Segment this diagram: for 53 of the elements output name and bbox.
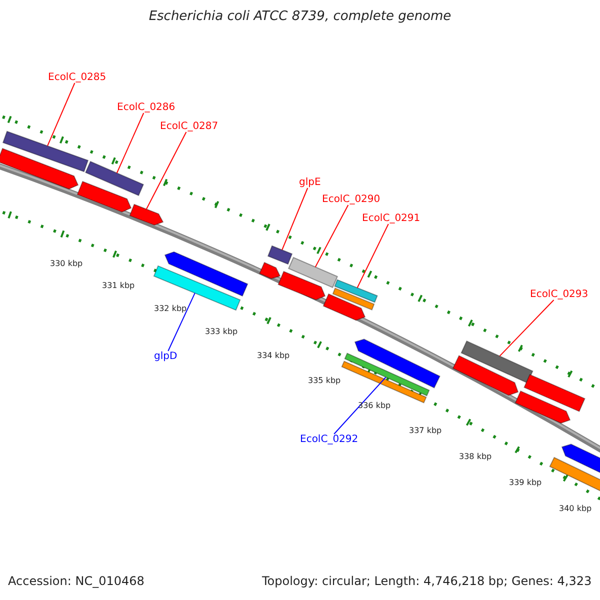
gene-bar (460, 340, 534, 384)
gene-label: EcolC_0290 (322, 194, 380, 205)
cds-feature (164, 251, 248, 297)
gene-bar (524, 374, 586, 412)
scale-label: 330 kbp (50, 260, 83, 269)
cds-feature (322, 293, 366, 321)
scale-label: 331 kbp (102, 282, 135, 291)
footer-text: Topology: circular; Length: 4,746,218 bp; Genes: 4,323 (262, 575, 592, 588)
gene-bar (341, 360, 427, 404)
gene-bar (344, 352, 430, 396)
gene-label: glpD (154, 351, 178, 362)
gene-bar (332, 288, 375, 310)
gene-bar (334, 279, 378, 303)
gene-label: EcolC_0291 (362, 213, 420, 224)
title: Escherichia coli ATCC 8739, complete genome (148, 10, 452, 24)
scale-label: 333 kbp (205, 328, 238, 337)
gene-label: EcolC_0287 (160, 121, 218, 132)
cds-feature (514, 390, 571, 424)
leader-line (314, 204, 349, 268)
gene-bar (153, 265, 241, 311)
leader-line (499, 300, 554, 357)
gene-label: EcolC_0285 (48, 72, 106, 83)
scale-label: 340 kbp (559, 505, 592, 514)
gene-bar (84, 160, 144, 196)
gene-label: glpE (299, 177, 321, 188)
cds-feature (0, 148, 79, 190)
leader-line (282, 188, 308, 250)
gene-bar (288, 256, 338, 288)
cds-feature (354, 338, 440, 388)
cds-feature (278, 270, 326, 300)
gene-label: EcolC_0286 (117, 102, 176, 113)
leader-line (146, 132, 187, 210)
scale-label: 334 kbp (257, 352, 290, 361)
scale-label: 335 kbp (308, 377, 341, 386)
gene-label: EcolC_0292 (300, 434, 358, 445)
gene-label: EcolC_0293 (530, 289, 588, 300)
leader-line (116, 112, 144, 174)
footer-text: Accession: NC_010468 (8, 575, 144, 588)
leader-line (47, 82, 76, 146)
leader-line (356, 224, 389, 288)
cds-feature (129, 204, 164, 226)
gene-bar (267, 245, 293, 265)
scale-label: 336 kbp (358, 402, 391, 411)
leader-line (334, 376, 386, 434)
leader-line (168, 292, 196, 352)
scale-label: 339 kbp (509, 479, 542, 488)
cds-feature (452, 355, 519, 396)
gene-bar (2, 130, 89, 172)
cds-feature (76, 180, 132, 213)
cds-feature (258, 262, 281, 280)
scale-label: 337 kbp (409, 427, 442, 436)
scale-label: 332 kbp (154, 305, 187, 314)
scale-label: 338 kbp (459, 453, 492, 462)
